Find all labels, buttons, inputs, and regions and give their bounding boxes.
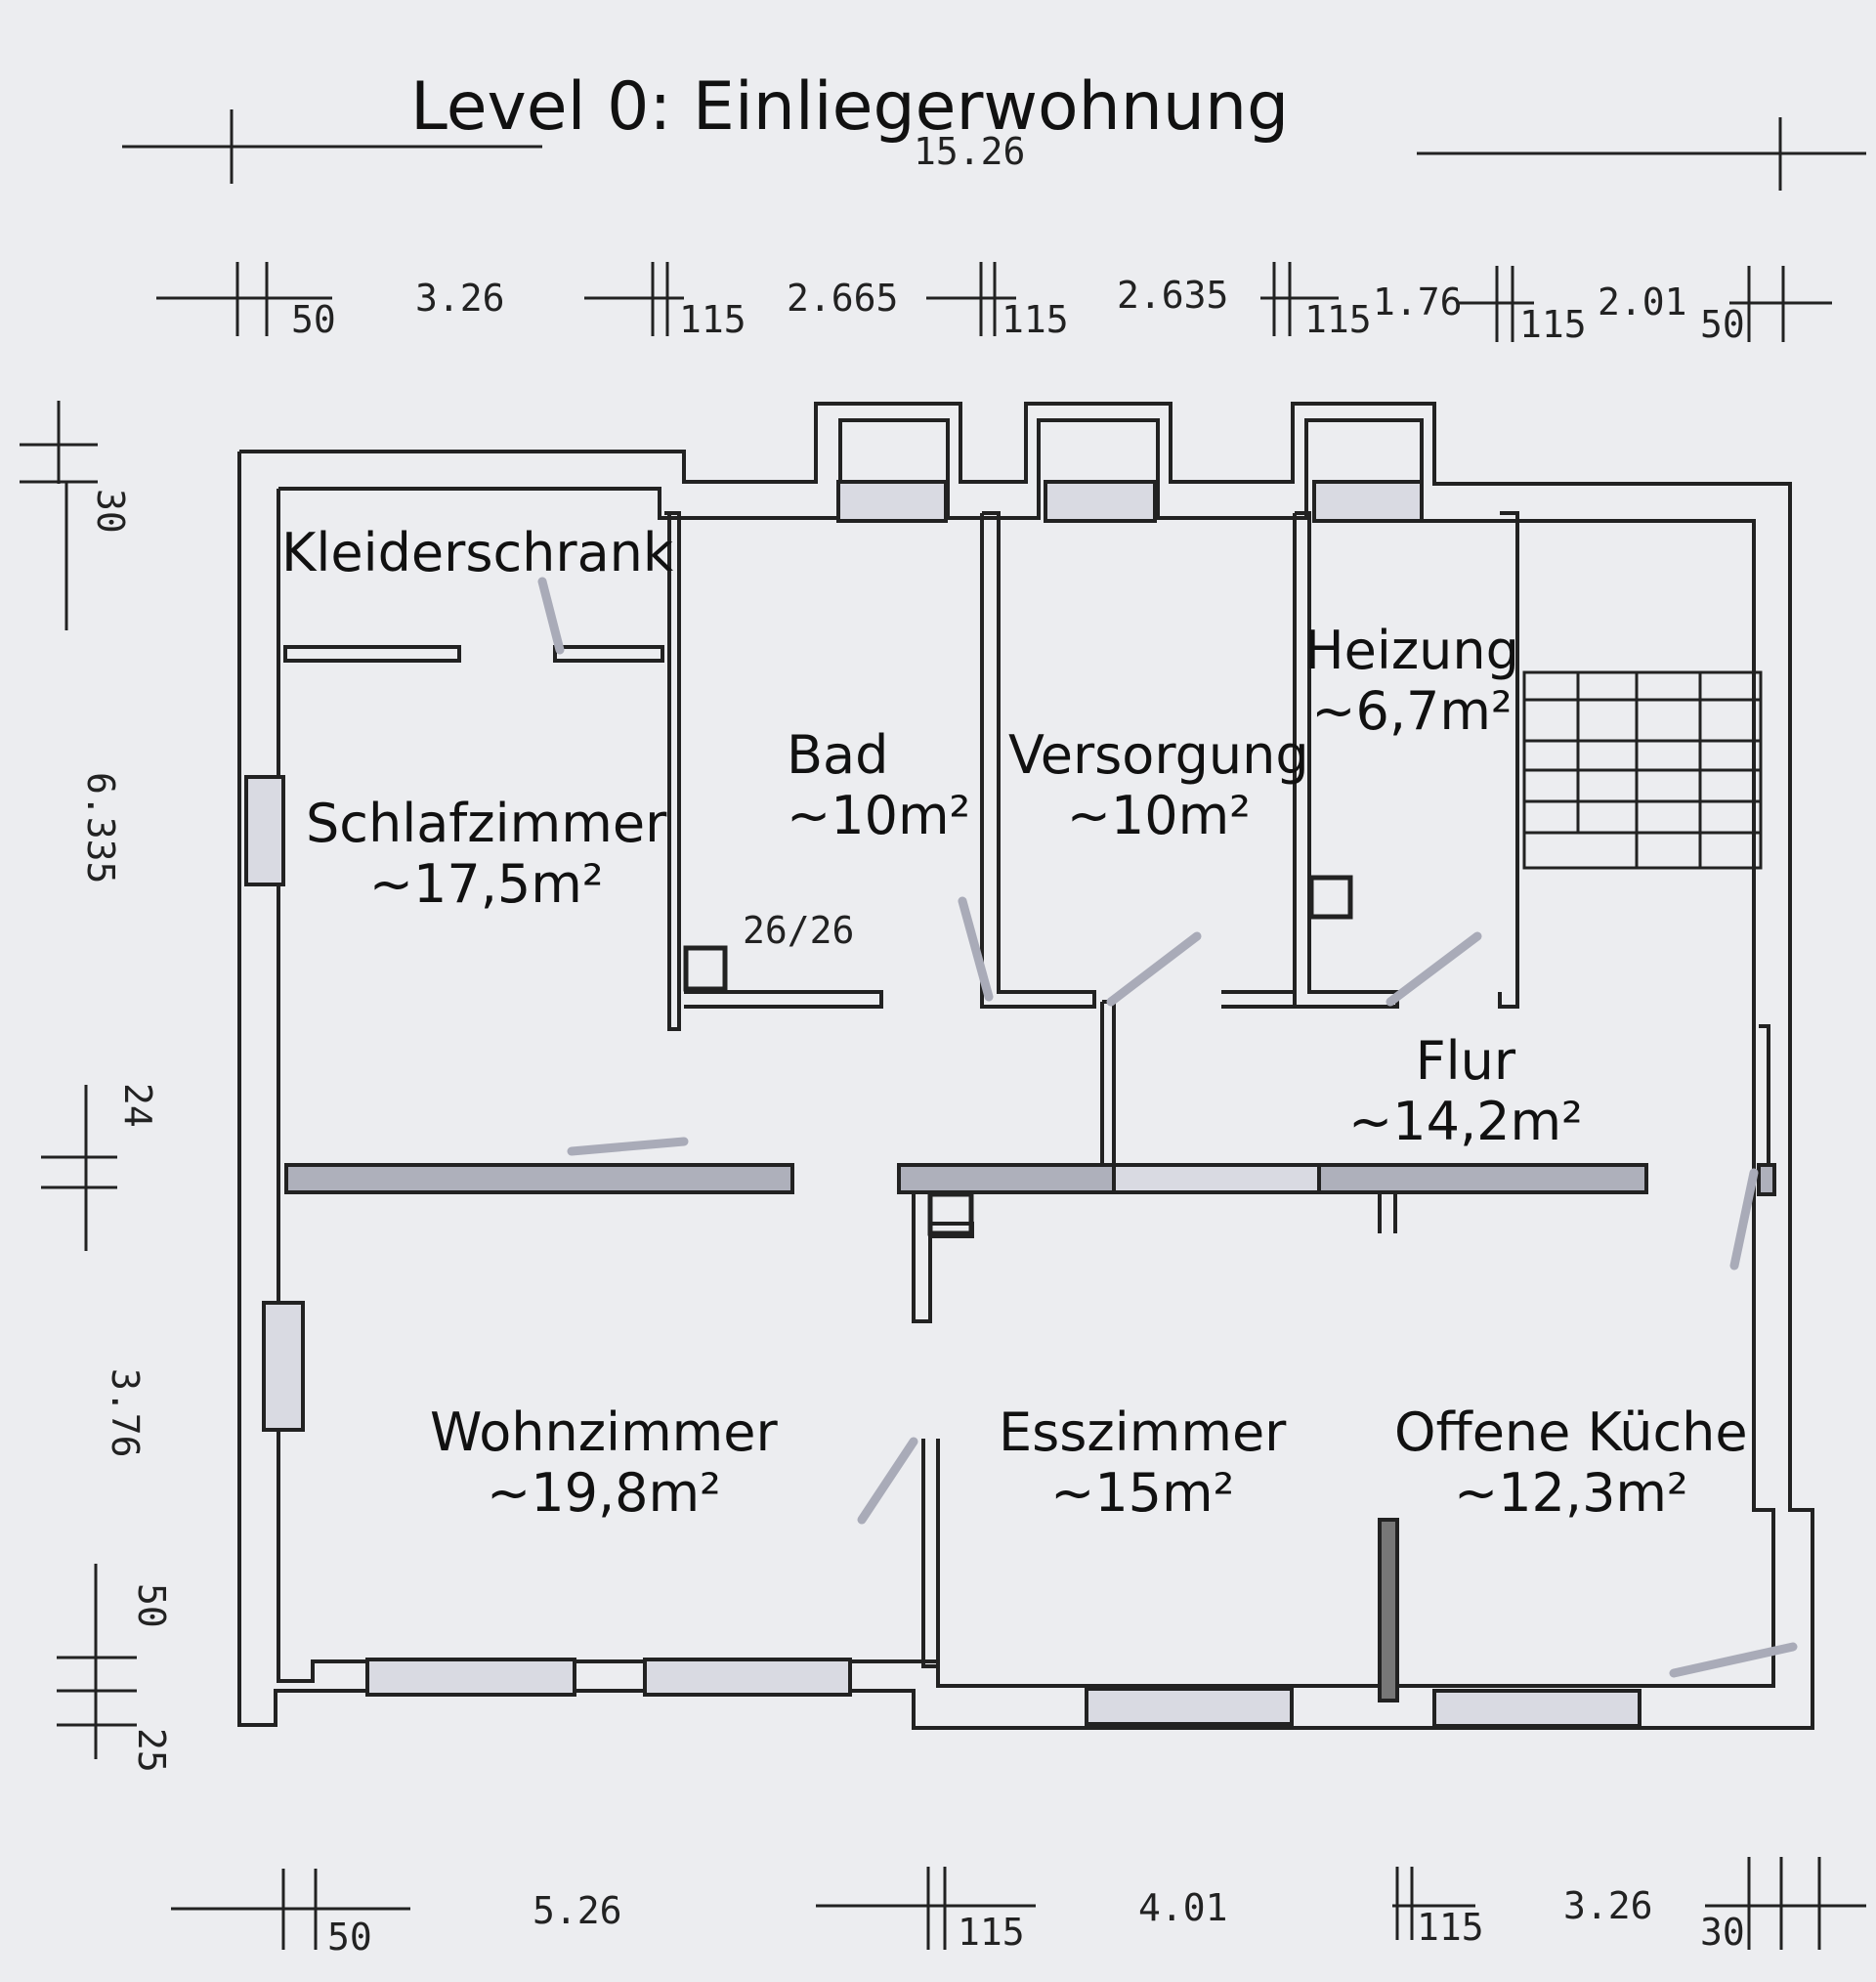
room-area: ~19,8m² xyxy=(486,1462,721,1524)
windows xyxy=(244,480,1642,1728)
room-area: ~10m² xyxy=(787,785,971,846)
room-area: ~6,7m² xyxy=(1311,680,1513,742)
dim-bottom-4: 4.01 xyxy=(1138,1886,1228,1929)
dim-left-3: 24 xyxy=(116,1083,159,1128)
room-kueche: Offene Küche ~12,3m² xyxy=(1394,1402,1748,1524)
door-wohnzimmer xyxy=(857,1437,918,1525)
room-esszimmer: Esszimmer ~15m² xyxy=(999,1402,1286,1524)
room-name: Heizung xyxy=(1304,620,1519,681)
dim-left-5: 50 xyxy=(130,1583,173,1628)
door-schlafzimmer xyxy=(567,1137,689,1156)
dim-top-11: 50 xyxy=(1700,303,1745,346)
door-kueche xyxy=(1669,1642,1798,1678)
window-wohnzimmer-2 xyxy=(643,1658,852,1697)
doors xyxy=(537,577,1798,1678)
window-schlafzimmer xyxy=(244,775,285,886)
window-wohnzimmer-1 xyxy=(365,1658,576,1697)
dim-top-4: 2.665 xyxy=(787,277,898,320)
dim-left-2: 6.335 xyxy=(79,772,122,883)
room-name: Wohnzimmer xyxy=(430,1401,778,1463)
window-versorgung xyxy=(1044,480,1157,523)
dim-bottom-1: 50 xyxy=(327,1916,372,1959)
window-flur xyxy=(1112,1163,1321,1194)
room-area: ~12,3m² xyxy=(1453,1462,1688,1524)
dim-bottom-3: 115 xyxy=(958,1911,1025,1954)
door-bad xyxy=(958,896,994,1002)
room-wohnzimmer: Wohnzimmer ~19,8m² xyxy=(430,1402,778,1524)
dimension-labels: 15.26 50 3.26 115 2.665 115 2.635 115 1.… xyxy=(79,130,1745,1959)
room-name: Esszimmer xyxy=(999,1401,1287,1463)
door-versorgung xyxy=(1106,931,1202,1007)
room-flur: Flur ~14,2m² xyxy=(1348,1031,1583,1152)
room-heizung: Heizung ~6,7m² xyxy=(1304,621,1519,742)
dim-top-3: 115 xyxy=(679,298,746,341)
window-kueche xyxy=(1432,1689,1642,1728)
room-area: ~14,2m² xyxy=(1348,1091,1583,1152)
dim-bottom-7: 30 xyxy=(1700,1911,1745,1954)
staircase xyxy=(1522,670,1763,870)
door-kleiderschrank xyxy=(537,577,565,655)
plan-title: Level 0: Einliegerwohnung xyxy=(410,68,1290,146)
dim-bottom-5: 115 xyxy=(1417,1906,1484,1949)
dim-overall-top: 15.26 xyxy=(914,130,1025,173)
room-schlafzimmer: Schlafzimmer ~17,5m² xyxy=(306,794,666,915)
dimension-lines xyxy=(20,109,1866,1950)
room-name: Kleiderschrank xyxy=(281,522,674,583)
window-bad xyxy=(836,480,948,523)
room-area: ~15m² xyxy=(1050,1462,1235,1524)
door-flur-aussen xyxy=(1729,1168,1759,1271)
room-name: Offene Küche xyxy=(1394,1401,1748,1463)
dim-bottom-2: 5.26 xyxy=(533,1889,622,1932)
window-wohnzimmer-side xyxy=(262,1301,305,1432)
room-name: Versorgung xyxy=(1008,724,1309,786)
room-versorgung: Versorgung ~10m² xyxy=(1008,725,1309,846)
dim-bottom-6: 3.26 xyxy=(1563,1884,1653,1927)
dim-top-6: 2.635 xyxy=(1117,274,1228,317)
dim-top-2: 3.26 xyxy=(415,277,505,320)
room-area: ~10m² xyxy=(1066,785,1251,846)
dim-top-8: 1.76 xyxy=(1373,280,1463,323)
dim-top-9: 115 xyxy=(1519,303,1587,346)
dim-left-4: 3.76 xyxy=(104,1368,147,1458)
room-area: ~17,5m² xyxy=(368,853,604,915)
door-heizung xyxy=(1386,931,1482,1007)
room-name: Bad xyxy=(787,724,889,786)
window-esszimmer xyxy=(1085,1687,1294,1726)
room-kleiderschrank: Kleiderschrank xyxy=(281,523,673,583)
room-bad: Bad ~10m² xyxy=(787,725,970,846)
dim-chimney: 26/26 xyxy=(743,909,854,952)
dim-top-1: 50 xyxy=(291,298,336,341)
dim-top-5: 115 xyxy=(1002,298,1069,341)
dim-left-1: 30 xyxy=(89,489,132,534)
dim-left-6: 25 xyxy=(130,1728,173,1773)
window-heizung xyxy=(1312,480,1424,523)
dim-top-7: 115 xyxy=(1304,298,1372,341)
room-name: Schlafzimmer xyxy=(306,793,667,854)
dim-top-10: 2.01 xyxy=(1598,280,1687,323)
room-name: Flur xyxy=(1415,1030,1516,1092)
